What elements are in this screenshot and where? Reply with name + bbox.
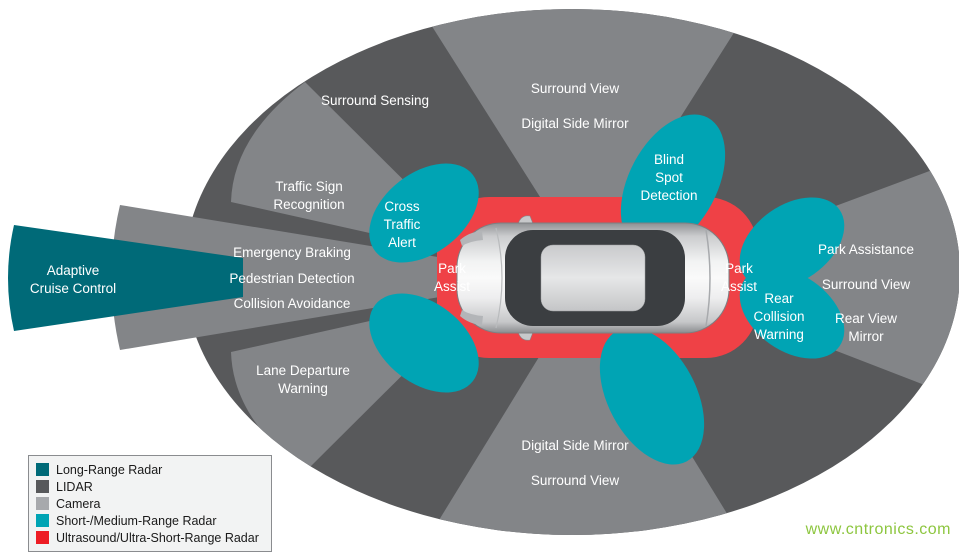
legend-swatch-long-range-radar — [36, 463, 49, 476]
camera-zone-bottom — [390, 282, 780, 535]
legend-item-camera: Camera — [36, 495, 259, 512]
legend-item-ultrasound: Ultrasound/Ultra-Short-Range Radar — [36, 529, 259, 546]
rear-collision-petal-bottom — [739, 267, 845, 359]
watermark: www.cntronics.com — [805, 521, 951, 538]
legend-swatch-camera — [36, 497, 49, 510]
legend-swatch-ultrasound — [36, 531, 49, 544]
blind-spot-petal-bottom — [599, 327, 705, 465]
car-roof — [540, 244, 646, 312]
car-headlight-bottom — [460, 310, 483, 325]
legend-swatch-short-medium-radar — [36, 514, 49, 527]
legend-swatch-lidar — [36, 480, 49, 493]
legend-item-label: Camera — [56, 496, 101, 511]
camera-zone-top — [390, 9, 780, 268]
legend-item-label: Ultrasound/Ultra-Short-Range Radar — [56, 530, 259, 545]
cross-traffic-petal-bottom — [369, 293, 479, 393]
blind-spot-petal-top — [620, 114, 726, 252]
legend-item-label: Short-/Medium-Range Radar — [56, 513, 217, 528]
camera-zone-forward-band — [111, 205, 560, 350]
camera-zone-rear — [645, 115, 959, 445]
car-hood-line — [495, 227, 503, 329]
car — [456, 215, 730, 341]
short-medium-radar-petals — [369, 114, 845, 465]
legend-item-long-range-radar: Long-Range Radar — [36, 461, 259, 478]
legend-item-short-medium-radar: Short-/Medium-Range Radar — [36, 512, 259, 529]
legend-item-label: Long-Range Radar — [56, 462, 163, 477]
acc-long-range-radar-cone — [8, 225, 243, 331]
car-headlight-top — [460, 231, 483, 246]
cross-traffic-petal-top — [369, 163, 479, 263]
legend-item-label: LIDAR — [56, 479, 93, 494]
legend: Long-Range Radar LIDAR Camera Short-/Med… — [28, 455, 272, 552]
car-trunk-line — [705, 229, 711, 327]
legend-item-lidar: LIDAR — [36, 478, 259, 495]
rear-collision-petal-top — [739, 197, 845, 289]
